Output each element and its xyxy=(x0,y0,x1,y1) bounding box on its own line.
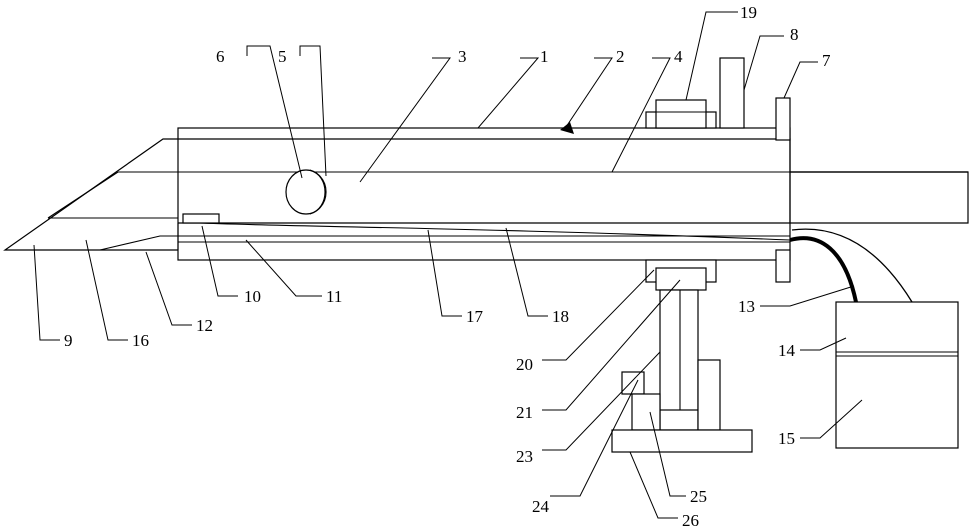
label-16: 16 xyxy=(132,331,149,350)
label-13: 13 xyxy=(738,297,755,316)
label-3: 3 xyxy=(458,47,467,66)
label-2: 2 xyxy=(616,47,625,66)
label-24: 24 xyxy=(532,497,550,516)
label-10: 10 xyxy=(244,287,261,306)
label-7: 7 xyxy=(822,51,831,70)
label-18: 18 xyxy=(552,307,569,326)
cable xyxy=(790,229,912,302)
label-11: 11 xyxy=(326,287,342,306)
label-5: 5 xyxy=(278,47,287,66)
label-1: 1 xyxy=(540,47,549,66)
label-6: 6 xyxy=(216,47,225,66)
label-14: 14 xyxy=(778,341,796,360)
label-21: 21 xyxy=(516,403,533,422)
end-plate-lower xyxy=(776,250,790,282)
outer-sleeve xyxy=(178,128,790,260)
label-20: 20 xyxy=(516,355,533,374)
label-8: 8 xyxy=(790,25,799,44)
bevel-line xyxy=(48,172,118,218)
label-19: 19 xyxy=(740,3,757,22)
label-9: 9 xyxy=(64,331,73,350)
label-17: 17 xyxy=(466,307,484,326)
control-box xyxy=(836,302,958,448)
label-15: 15 xyxy=(778,429,795,448)
label-12: 12 xyxy=(196,316,213,335)
label-26: 26 xyxy=(682,511,699,530)
channel-guide xyxy=(100,236,178,250)
label-4: 4 xyxy=(674,47,683,66)
label-23: 23 xyxy=(516,447,533,466)
label-25: 25 xyxy=(690,487,707,506)
roller xyxy=(286,170,326,214)
base-plate xyxy=(612,430,752,452)
sensor-block xyxy=(183,214,219,223)
top-mount xyxy=(646,100,716,128)
end-plate xyxy=(776,98,790,140)
upright-block xyxy=(720,58,744,128)
